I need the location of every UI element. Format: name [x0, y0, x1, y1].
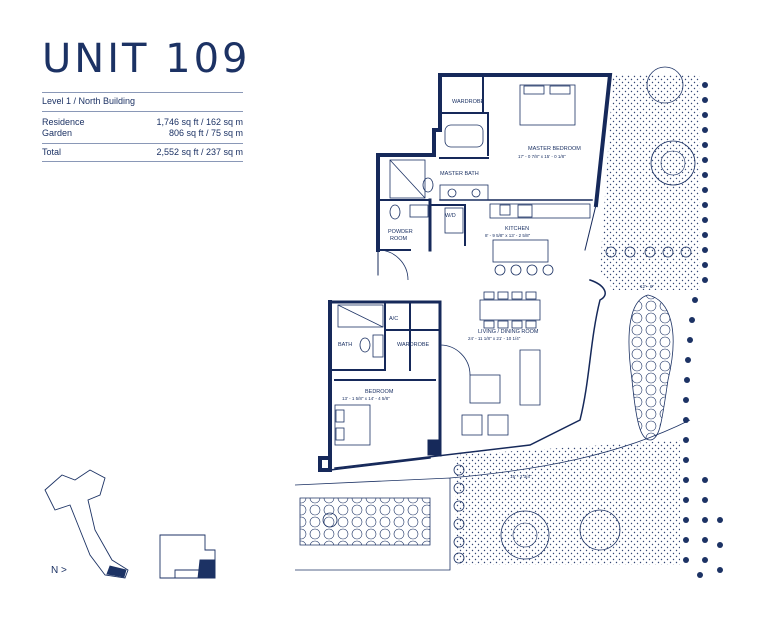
- total-value: 2,552 sq ft / 237 sq m: [156, 147, 243, 157]
- vanity-icon: [439, 184, 489, 201]
- tree-icon: [650, 140, 696, 186]
- toilet-icon: [422, 177, 434, 193]
- total-label: Total: [42, 147, 62, 157]
- keyplan-unit: [159, 534, 216, 579]
- bed-icon: [519, 84, 576, 126]
- label-wd: W/D: [445, 213, 456, 219]
- bathtub-icon: [444, 124, 484, 148]
- label-bath: BATH: [338, 342, 352, 348]
- garden-right: [600, 66, 723, 578]
- garden-value: 806 sq ft / 75 sq m: [168, 128, 243, 138]
- divider: [42, 111, 243, 112]
- label-living: LIVING / DINING ROOM: [478, 329, 539, 335]
- total-row: Total 2,552 sq ft / 237 sq m: [42, 147, 243, 158]
- garden-paver-oval: [628, 294, 674, 441]
- dining-table-icon: [479, 299, 541, 321]
- label-garden-dim-1: 12' - 6": [640, 284, 654, 289]
- label-bedroom-dim: 13' - 1 5/8" x 14' - 4 5/8": [342, 396, 390, 401]
- level-label: Level 1 / North Building: [42, 96, 136, 106]
- label-powder-room: POWDER: [388, 229, 413, 235]
- divider: [42, 143, 243, 144]
- tree-icon: [646, 66, 684, 104]
- unit-title: UNIT 109: [42, 36, 251, 82]
- label-wardrobe-2: WARDROBE: [397, 342, 430, 348]
- bed-icon: [334, 404, 371, 446]
- label-powder-room-2: ROOM: [390, 236, 408, 242]
- island-icon: [492, 239, 549, 263]
- tree-icon: [500, 510, 550, 560]
- label-garden-dim-2: 15' - 2 3/4": [510, 474, 532, 479]
- label-ac: A/C: [389, 316, 398, 322]
- label-master-bedroom-dim: 17' - 0 7/8" x 15' - 0 1/8": [518, 154, 566, 159]
- north-indicator: N >: [51, 565, 67, 576]
- label-master-bath: MASTER BATH: [440, 171, 479, 177]
- sofa-icon: [519, 349, 541, 406]
- garden-row: Garden 806 sq ft / 75 sq m: [42, 128, 243, 139]
- label-bedroom: BEDROOM: [365, 389, 394, 395]
- garden-label: Garden: [42, 128, 73, 138]
- exterior-walls: [318, 73, 613, 472]
- coffee-table-icon: [469, 374, 501, 404]
- label-kitchen: KITCHEN: [505, 226, 529, 232]
- residence-value: 1,746 sq ft / 162 sq m: [156, 117, 243, 127]
- residence-row: Residence 1,746 sq ft / 162 sq m: [42, 117, 243, 128]
- counter-icon: [489, 203, 591, 219]
- divider: [42, 92, 243, 93]
- shower-icon: [337, 304, 384, 328]
- washer-icon: [444, 207, 464, 234]
- divider: [42, 161, 243, 162]
- label-master-bedroom: MASTER BEDROOM: [528, 146, 581, 152]
- room-labels: WARDROBE MASTER BEDROOM 17' - 0 7/8" x 1…: [338, 99, 654, 479]
- fixtures: [334, 84, 591, 446]
- plant-hedge-right: [683, 82, 723, 578]
- keyplan-building: [44, 469, 129, 579]
- level-row: Level 1 / North Building: [42, 96, 243, 107]
- label-wardrobe: WARDROBE: [452, 99, 485, 105]
- label-living-dim: 24' - 11 1/8" x 21' - 10 1/4": [468, 336, 521, 341]
- unit-info-panel: Level 1 / North Building Residence 1,746…: [42, 92, 243, 162]
- label-kitchen-dim: 8' - 9 5/8" x 13' - 2 5/8": [485, 233, 531, 238]
- residence-label: Residence: [42, 117, 85, 127]
- toilet-icon: [389, 204, 401, 220]
- garden-bottom: [294, 419, 691, 571]
- tree-icon: [579, 509, 621, 551]
